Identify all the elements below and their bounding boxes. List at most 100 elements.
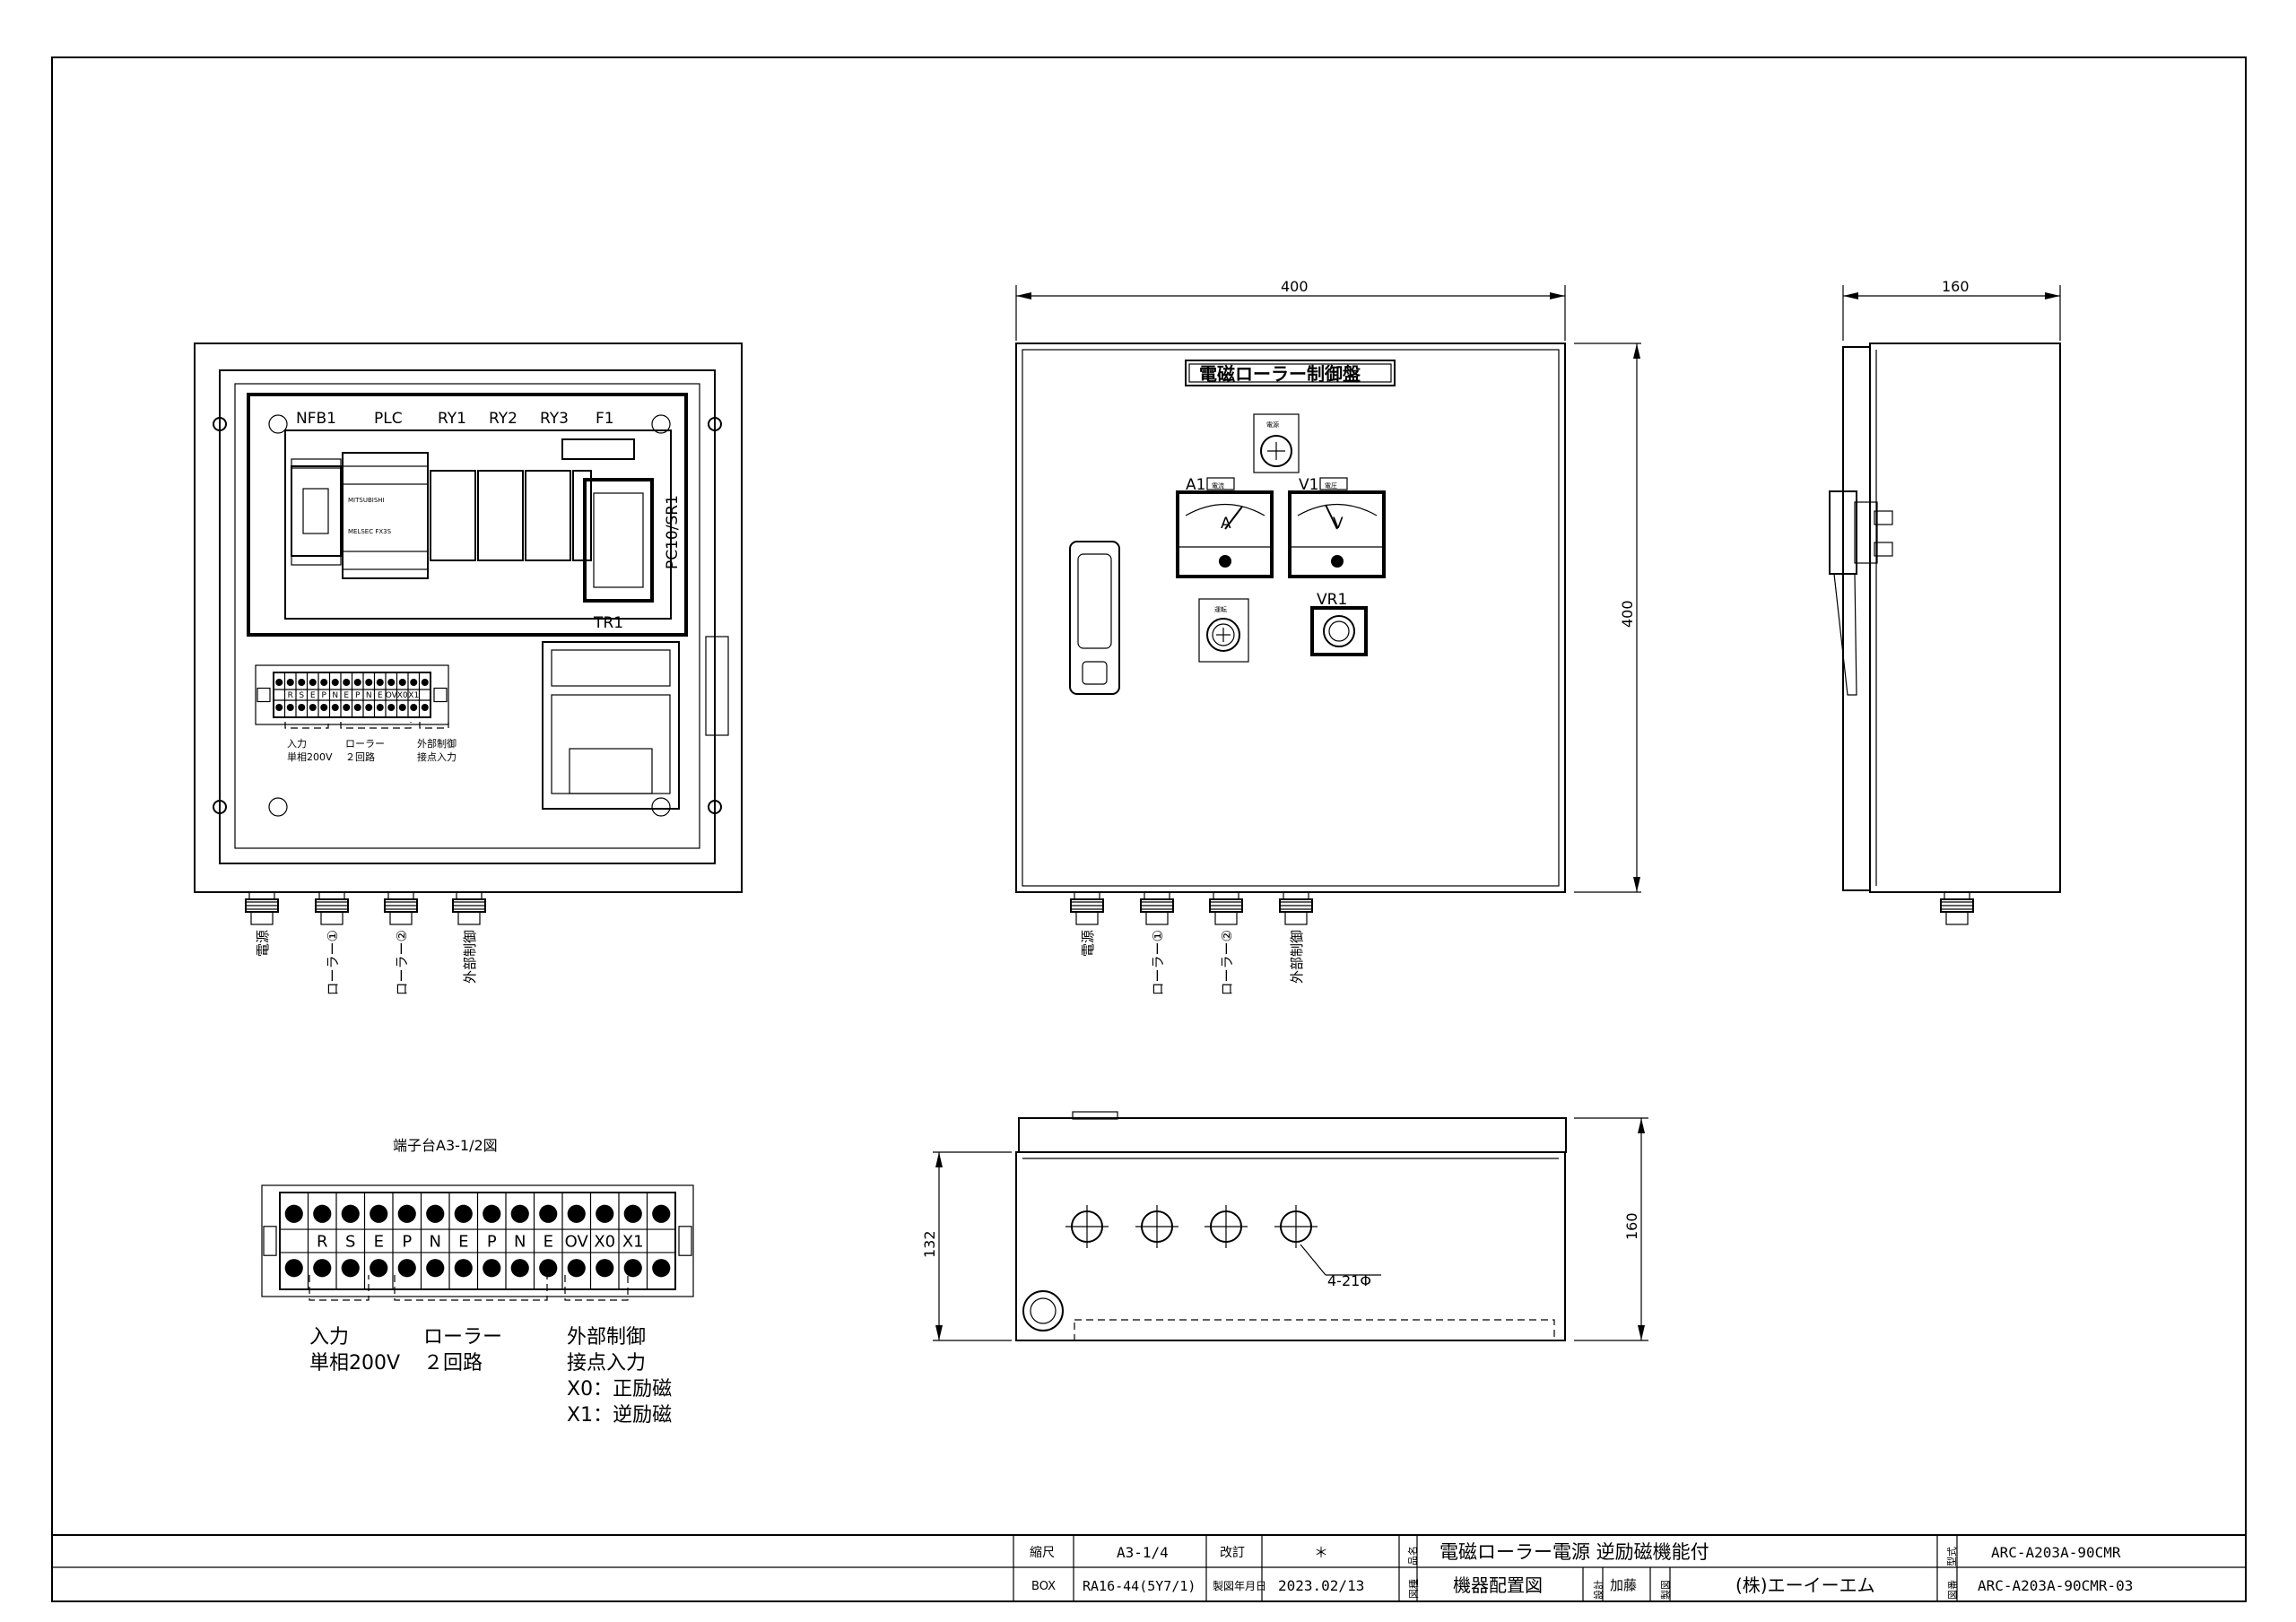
cable-gland-icon	[318, 891, 345, 900]
tb-kind-label: 図種	[1407, 1579, 1420, 1599]
terminal-label: X1	[622, 1232, 644, 1251]
screw-icon	[353, 679, 361, 686]
screw-icon	[298, 704, 306, 711]
screw-icon	[376, 704, 384, 711]
label-nfb1: NFB1	[296, 410, 336, 428]
terminal-label: X0	[594, 1232, 615, 1251]
front-door-view: 400 400 電磁ローラー制御盤 電源 A1 電流 V1 電圧	[1015, 278, 1641, 995]
screw-icon	[596, 1204, 614, 1223]
transformer-icon	[542, 641, 680, 810]
tb-box: RA16-44(5Y7/1)	[1083, 1578, 1196, 1594]
group-ext2-small: 接点入力	[417, 751, 457, 763]
side-view: 160	[1829, 278, 2061, 925]
screw-icon	[397, 1259, 416, 1278]
terminal-label: R	[317, 1232, 328, 1251]
tb-scale: A3-1/4	[1117, 1544, 1169, 1561]
screw-icon	[320, 679, 328, 686]
tb-name-label: 品名	[1406, 1546, 1419, 1566]
screw-icon	[387, 704, 396, 711]
tb-kind: 機器配置図	[1453, 1574, 1543, 1596]
screw-icon	[376, 679, 384, 686]
power-supply-icon	[583, 478, 654, 603]
group-roller: ローラー	[423, 1326, 502, 1349]
screw-icon	[370, 1259, 388, 1278]
screw-icon	[286, 679, 294, 686]
label-v1: V1	[1299, 476, 1318, 494]
inner-panel-view: NFB1 PLC RY1 RY2 RY3 F1 MITSUBISHI MELSE…	[194, 343, 743, 995]
screw-icon	[341, 1259, 360, 1278]
screw-icon	[343, 704, 351, 711]
terminal-label: E	[310, 691, 316, 700]
relay-icon	[430, 470, 592, 561]
screw-icon	[275, 704, 283, 711]
gland-label: ローラー①	[1150, 930, 1166, 995]
title-block: 縮尺 A3-1/4 改訂 ＊ 品名 電磁ローラー電源 逆励磁機能付 型式 ARC…	[52, 1534, 2246, 1601]
terminal-label: OV	[386, 691, 398, 700]
potentiometer-icon	[1310, 606, 1368, 656]
terminal-label: P	[322, 691, 327, 700]
terminal-label: E	[544, 1232, 553, 1251]
gland-label: 電源	[255, 930, 271, 957]
label-tr1: TR1	[593, 614, 623, 632]
screw-icon	[343, 679, 351, 686]
tb-scale-label: 縮尺	[1030, 1546, 1055, 1560]
screw-icon	[313, 1259, 332, 1278]
screw-icon	[298, 679, 306, 686]
label-ry2: RY2	[489, 410, 517, 428]
screw-icon	[652, 1204, 671, 1223]
label-vr1: VR1	[1317, 591, 1347, 609]
screw-icon	[286, 704, 294, 711]
screw-icon	[309, 704, 317, 711]
gland-label: 外部制御	[462, 930, 478, 984]
cable-gland-icon	[248, 891, 275, 900]
screw-icon	[567, 1204, 586, 1223]
dim-bottom-right: 160	[1623, 1212, 1640, 1240]
screw-icon	[387, 679, 396, 686]
screw-icon	[398, 704, 406, 711]
fuse-icon	[561, 438, 635, 460]
group-input2: 単相200V	[309, 1352, 400, 1375]
cable-gland-icon	[1283, 891, 1309, 900]
v1-tag: 電圧	[1325, 482, 1337, 490]
screw-icon	[410, 704, 418, 711]
x1-note: X1：逆励磁	[567, 1404, 672, 1427]
screw-icon	[454, 1259, 473, 1278]
drawing-border	[51, 56, 2247, 1602]
plc-icon: MITSUBISHI MELSEC FX3S	[342, 452, 429, 579]
screw-icon	[596, 1259, 614, 1278]
screw-icon	[510, 1204, 529, 1223]
door-handle-icon	[1069, 541, 1120, 695]
tb-rev-label: 改訂	[1220, 1546, 1245, 1560]
screw-icon	[353, 704, 361, 711]
screw-icon	[331, 704, 339, 711]
terminal-label: R	[288, 691, 293, 700]
terminal-label: OV	[565, 1232, 589, 1251]
screw-icon	[331, 679, 339, 686]
terminal-label: N	[366, 691, 372, 700]
cable-gland-icon	[1944, 891, 1970, 900]
dim-front-height: 400	[1619, 600, 1636, 628]
cable-gland-icon	[387, 891, 414, 900]
group-ext2: 接点入力	[567, 1352, 646, 1375]
group-ext-small: 外部制御	[417, 737, 457, 750]
holes-note: 4-21Φ	[1327, 1272, 1371, 1289]
gland-label: ローラー②	[394, 930, 410, 995]
screw-icon	[510, 1259, 529, 1278]
mount-hole-icon	[213, 414, 722, 817]
terminal-label: N	[514, 1232, 526, 1251]
screw-icon	[623, 1204, 642, 1223]
dim-front-width: 400	[1281, 278, 1309, 295]
screw-icon	[370, 1204, 388, 1223]
tb-model-label: 型式	[1945, 1547, 1958, 1566]
screw-icon	[275, 679, 283, 686]
screw-icon	[313, 1204, 332, 1223]
tb-name: 電磁ローラー電源 逆励磁機能付	[1439, 1541, 1709, 1563]
group-ext: 外部制御	[567, 1326, 646, 1349]
terminal-label: E	[378, 691, 383, 700]
screw-icon	[483, 1259, 501, 1278]
